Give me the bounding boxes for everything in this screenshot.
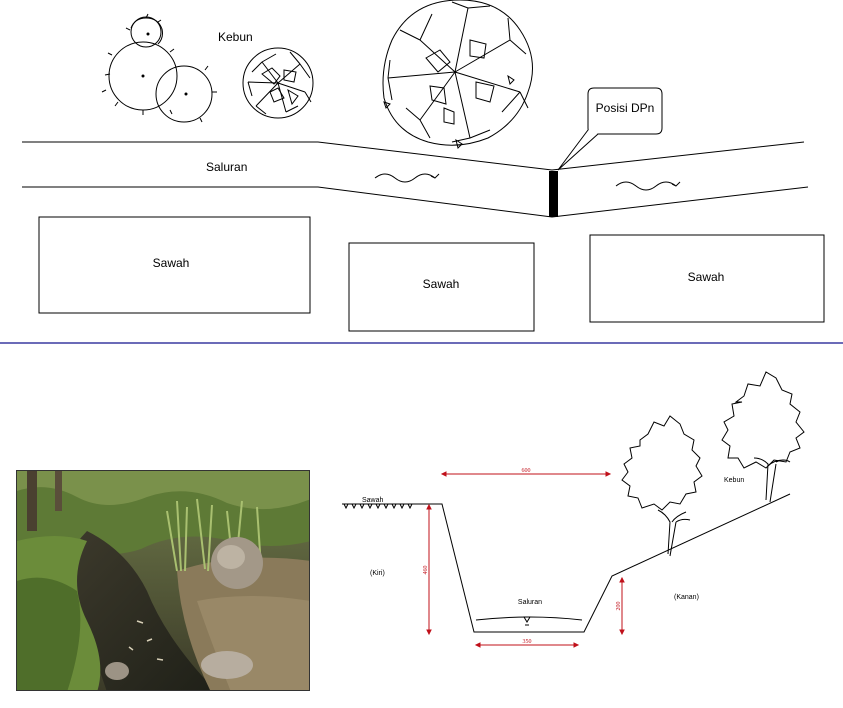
- sawah-box-left: [38, 216, 311, 314]
- callout-label: Posisi DPn: [596, 101, 655, 115]
- channel-profile: [412, 493, 791, 633]
- tree-right-2-icon: [721, 371, 805, 503]
- dpn-marker: [549, 171, 558, 217]
- dim-top-label: 600: [522, 468, 531, 474]
- dim-bottom-label: 350: [523, 639, 532, 645]
- cs-saluran-label: Saluran: [518, 599, 542, 606]
- sawah-box-middle: [348, 242, 535, 332]
- cs-kiri-label: (Kiri): [370, 570, 385, 577]
- stream-photo: [16, 470, 310, 691]
- dim-right-label: 200: [616, 602, 622, 611]
- dim-left-label: 460: [423, 566, 429, 575]
- water-flow-icon: [374, 173, 440, 183]
- cs-kebun-label: Kebun: [724, 477, 744, 484]
- sawah-label-right: Sawah: [688, 270, 725, 284]
- sawah-label-middle: Sawah: [423, 277, 460, 291]
- tree-right-1-icon: [621, 415, 703, 557]
- sawah-box-right: [589, 234, 825, 323]
- callout-box: [587, 87, 663, 135]
- plan-view: [22, 0, 825, 332]
- channel-bottom-edge: [22, 186, 809, 218]
- sawah-label-left: Sawah: [153, 256, 190, 270]
- dimensions: [426, 471, 625, 648]
- water-level-icon: [523, 616, 531, 626]
- saluran-label: Saluran: [206, 160, 247, 174]
- tree-large-icon: [382, 0, 533, 149]
- tree-cluster-icon: [101, 13, 217, 123]
- kebun-label: Kebun: [218, 30, 253, 44]
- callout-pointer: [557, 129, 599, 171]
- grass-hatch: [343, 503, 413, 510]
- cross-section: [342, 371, 805, 633]
- channel-top-edge: [22, 141, 805, 171]
- cs-sawah-label: Sawah: [362, 497, 384, 504]
- cs-kanan-label: (Kanan): [674, 594, 699, 601]
- stream-photo-icon: [17, 471, 309, 690]
- water-flow-icon-right: [615, 181, 681, 191]
- tree-small-icon: [242, 47, 314, 119]
